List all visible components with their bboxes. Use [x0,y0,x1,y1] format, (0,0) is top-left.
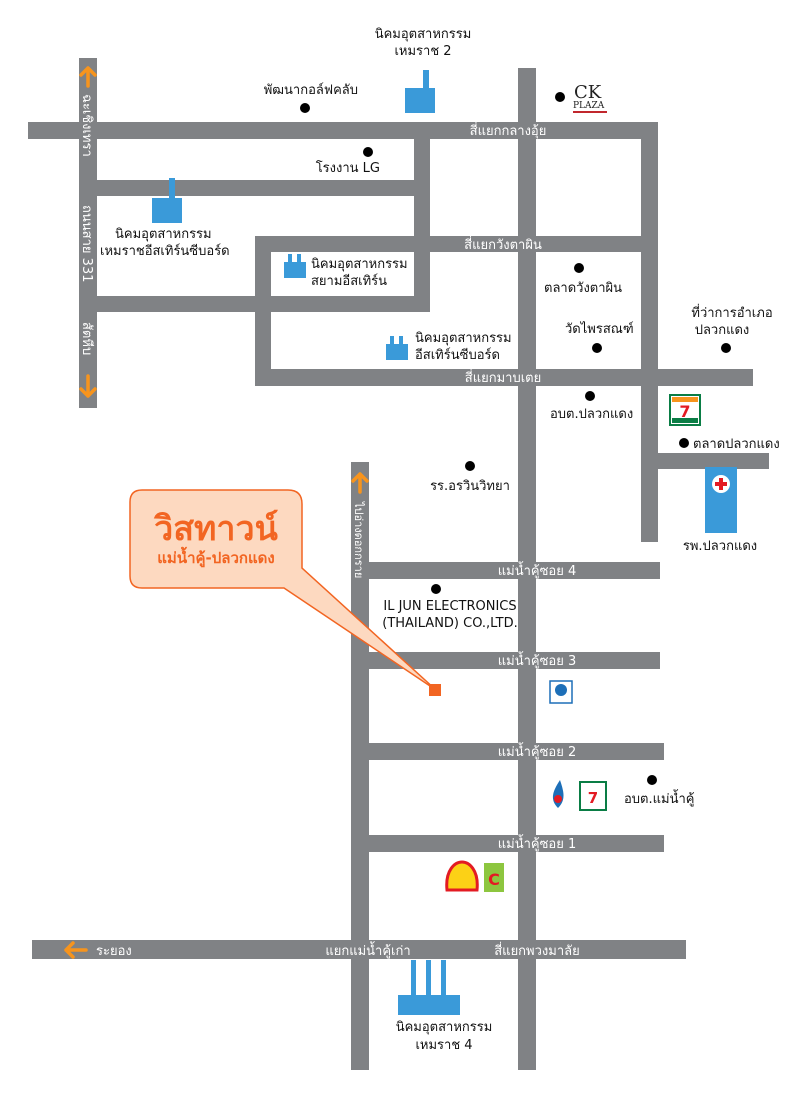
landmark-district-office: ที่ว่าการอำเภอ [691,304,772,321]
arrow-left-icon [64,941,88,959]
destination-title: วิสทาวน์ [153,509,278,549]
road-label-sattahip: สัตหีบ [79,322,95,355]
landmark-hemaraj4: นิคมอุตสาหกรรม [396,1020,493,1035]
road-label-rayong: ระยอง [96,944,132,959]
road-dok-krai [351,462,369,1070]
landmark-golf: พัฒนากอล์ฟคลับ [264,82,358,98]
landmark-eastern-seaboard-sub: อีสเทิร์นซีบอร์ด [415,347,500,363]
road-label-highway-331: ถนนสาย 331 [79,205,94,282]
landmark-wat-phraison: วัดไพรสณฑ์ [565,321,634,337]
landmark-obt-pluak-daeng: อบต.ปลวกแดง [550,407,633,422]
factory-icon [152,178,182,223]
landmark-hemaraj-esb-sub: เหมราชอีสเทิร์นซีบอร์ด [100,243,230,259]
seven-eleven-logo: 7 [579,781,607,811]
destination-marker[interactable] [429,684,441,696]
road-siam-vertical [255,236,271,386]
road-label-phuang-malai: สี่แยกพวงมาลัย [494,942,580,959]
arrow-down-icon [79,374,97,398]
landmark-eastern-seaboard: นิคมอุตสาหกรรม [415,331,512,346]
road-highway-331 [79,58,97,408]
location-dot [574,263,584,273]
bank-logo [549,680,573,704]
landmark-wang-ta-phin-market: ตลาดวังตาผิน [544,281,622,296]
road-label-soi2: แม่น้ำคู้ซอย 2 [498,742,576,760]
road-rayong [32,940,686,959]
landmark-siam-eastern: นิคมอุตสาหกรรม [311,257,408,272]
landmark-iljun-sub: (THAILAND) CO.,LTD. [382,616,517,631]
location-dot [679,438,689,448]
landmark-hemaraj2-sub: เหมราช 2 [394,44,451,59]
road-inner-vertical [414,130,430,312]
road-label-old-mae-nam-khu: แยกแม่น้ำคู้เก่า [325,941,410,959]
landmark-lg: โรงงาน LG [316,160,380,176]
landmark-hospital: รพ.ปลวกแดง [683,539,757,554]
road-wang-ta-phin [255,236,642,252]
location-dot [465,461,475,471]
road-label-soi3: แม่น้ำคู้ซอย 3 [498,651,576,669]
shell-logo [445,860,479,892]
svg-text:C: C [488,870,500,889]
factory-icon [405,70,435,113]
roads [28,58,769,1070]
landmark-pluak-daeng-market: ตลาดปลวกแดง [693,437,780,452]
road-label-klang-ui: สี่แยกกลางอุ้ย [470,122,547,139]
road-soi3 [360,652,660,669]
landmark-siam-eastern-sub: สยามอีสเทิร์น [311,273,387,289]
location-dot [721,343,731,353]
landmark-school: รร.อรวินวิทยา [430,479,510,494]
road-lg [97,180,430,196]
destination-callout: วิสทาวน์ แม่น้ำคู้-ปลวกแดง [129,489,441,696]
road-soi2 [360,743,664,760]
factory-icon [398,960,460,1015]
landmark-obt-mae-nam-khu: อบต.แม่น้ำคู้ [624,789,694,807]
location-dot [363,147,373,157]
factory-icon [386,336,408,360]
road-soi4 [360,562,660,579]
landmark-hemaraj2: นิคมอุตสาหกรรม [375,27,472,42]
svg-text:CK: CK [574,82,602,103]
road-market [641,453,769,469]
road-label-wang-ta-phin: สี่แยกวังตาผิน [464,236,542,253]
location-dot [555,92,565,102]
bigc-logo: C [484,863,504,892]
location-dot [647,775,657,785]
svg-text:7: 7 [679,402,690,421]
road-label-dok-krai: ไปอ่างดอกกราย [352,501,365,578]
location-dot [592,343,602,353]
road-label-chachoengsao: ฉะเชิงเทรา [79,94,94,157]
ptt-logo [552,780,564,808]
road-label-soi4: แม่น้ำคู้ซอย 4 [498,561,576,579]
hospital-icon [705,467,737,533]
location-dot [300,103,310,113]
location-dot [431,584,441,594]
landmark-hemaraj4-sub: เหมราช 4 [415,1038,472,1053]
road-map-toei [255,369,753,386]
location-dot [585,391,595,401]
svg-text:PLAZA: PLAZA [573,101,605,111]
factory-icon [284,254,306,278]
landmark-hemaraj-esb: นิคมอุตสาหกรรม [115,227,212,242]
road-label-soi1: แม่น้ำคู้ซอย 1 [498,834,576,852]
road-east-vertical [641,122,658,542]
seven-eleven-logo: 7 [669,394,701,426]
ck-plaza-logo: CK PLAZA [573,82,607,113]
landmark-iljun: IL JUN ELECTRONICS [383,599,516,614]
road-label-map-toei: สี่แยกมาบเตย [465,369,542,386]
road-klang-ui [28,122,658,139]
destination-subtitle: แม่น้ำคู้-ปลวกแดง [157,546,274,568]
arrow-up-icon [79,66,97,88]
road-soi1 [360,835,664,852]
arrow-up-icon [351,472,369,494]
landmark-district-office-sub: ปลวกแดง [695,323,750,338]
svg-text:7: 7 [588,789,598,807]
